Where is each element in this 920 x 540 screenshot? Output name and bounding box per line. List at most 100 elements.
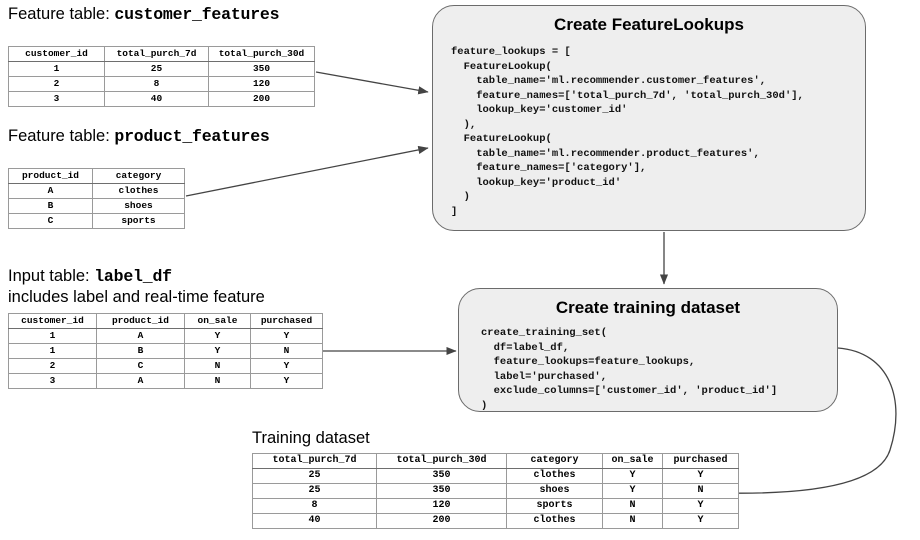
cell: 200 <box>208 91 315 107</box>
labeldf-table-wrap: customer_id product_id on_sale purchased… <box>8 313 325 391</box>
cell: Y <box>662 498 739 514</box>
cell: B <box>8 198 93 214</box>
labeldf-table: customer_id product_id on_sale purchased… <box>8 313 323 389</box>
column-header: category <box>92 168 185 184</box>
labeldf-caption-prefix: Input table: <box>8 267 95 285</box>
table-row: 1 25 350 <box>8 61 315 77</box>
cell: N <box>662 483 739 499</box>
cell: A <box>96 373 185 389</box>
table-row: 8 120 sports N Y <box>252 498 739 514</box>
cell: Y <box>602 468 663 484</box>
cell: shoes <box>92 198 185 214</box>
table-header-row: total_purch_7d total_purch_30d category … <box>252 453 739 469</box>
product-features-table: product_id category A clothes B shoes C … <box>8 168 185 229</box>
training-dataset-table-wrap: total_purch_7d total_purch_30d category … <box>252 453 739 534</box>
arrow-customer-to-lookups <box>315 71 429 95</box>
cell: Y <box>662 468 739 484</box>
labeldf-caption-line1: Input table: label_df <box>8 266 172 287</box>
table-row: 1 A Y Y <box>8 328 323 344</box>
column-header: on_sale <box>602 453 663 469</box>
table-row: C sports <box>8 213 185 229</box>
cell: N <box>602 498 663 514</box>
cell: Y <box>602 483 663 499</box>
cell: 40 <box>104 91 209 107</box>
product-features-table-name: product_features <box>114 127 270 146</box>
cell: N <box>184 373 251 389</box>
training-set-code: create_training_set( df=label_df, featur… <box>481 327 778 412</box>
cell: 2 <box>8 358 97 374</box>
customer-features-table-name: customer_features <box>114 5 280 24</box>
table-row: 1 B Y N <box>8 343 323 359</box>
cell: 350 <box>208 61 315 77</box>
cell: 25 <box>252 468 377 484</box>
column-header: on_sale <box>184 313 251 329</box>
cell: Y <box>184 328 251 344</box>
cell: sports <box>506 498 603 514</box>
customer-features-table-wrap: customer_id total_purch_7d total_purch_3… <box>8 46 317 109</box>
cell: 3 <box>8 91 105 107</box>
cell: 350 <box>376 483 507 499</box>
column-header: total_purch_7d <box>252 453 377 469</box>
cell: 120 <box>376 498 507 514</box>
cell: clothes <box>92 183 185 199</box>
cell: clothes <box>506 468 603 484</box>
column-header: category <box>506 453 603 469</box>
table-row: 3 40 200 <box>8 91 315 107</box>
customer-features-caption-prefix: Feature table: <box>8 5 115 23</box>
table-row: B shoes <box>8 198 185 214</box>
cell: Y <box>250 328 323 344</box>
table-row: 2 C N Y <box>8 358 323 374</box>
table-row: 25 350 shoes Y N <box>252 483 739 499</box>
create-featurelookups-box: Create FeatureLookups feature_lookups = … <box>432 5 866 231</box>
cell: Y <box>250 373 323 389</box>
table-header-row: customer_id total_purch_7d total_purch_3… <box>8 46 315 62</box>
cell: 40 <box>252 513 377 529</box>
column-header: customer_id <box>8 46 105 62</box>
column-header: total_purch_30d <box>376 453 507 469</box>
cell: clothes <box>506 513 603 529</box>
cell: sports <box>92 213 185 229</box>
product-features-caption: Feature table: product_features <box>8 126 270 147</box>
cell: 1 <box>8 61 105 77</box>
column-header: total_purch_30d <box>208 46 315 62</box>
cell: N <box>250 343 323 359</box>
cell: Y <box>662 513 739 529</box>
cell: 25 <box>104 61 209 77</box>
table-header-row: customer_id product_id on_sale purchased <box>8 313 323 329</box>
cell: 1 <box>8 343 97 359</box>
cell: N <box>184 358 251 374</box>
customer-features-caption: Feature table: customer_features <box>8 4 280 25</box>
cell: 8 <box>252 498 377 514</box>
cell: 8 <box>104 76 209 92</box>
arrow-product-to-lookups <box>185 145 429 197</box>
create-featurelookups-title: Create FeatureLookups <box>554 15 744 34</box>
create-training-dataset-title: Create training dataset <box>555 298 741 317</box>
table-row: 25 350 clothes Y Y <box>252 468 739 484</box>
create-training-dataset-box: Create training dataset create_training_… <box>458 288 838 412</box>
cell: 1 <box>8 328 97 344</box>
cell: 2 <box>8 76 105 92</box>
cell: N <box>602 513 663 529</box>
cell: Y <box>184 343 251 359</box>
training-dataset-caption: Training dataset <box>252 429 370 447</box>
table-header-row: product_id category <box>8 168 185 184</box>
table-row: 2 8 120 <box>8 76 315 92</box>
cell: 120 <box>208 76 315 92</box>
cell: Y <box>250 358 323 374</box>
column-header: product_id <box>8 168 93 184</box>
cell: 350 <box>376 468 507 484</box>
cell: C <box>96 358 185 374</box>
cell: 3 <box>8 373 97 389</box>
cell: C <box>8 213 93 229</box>
cell: A <box>96 328 185 344</box>
labeldf-table-name: label_df <box>94 267 172 286</box>
column-header: purchased <box>250 313 323 329</box>
cell: 200 <box>376 513 507 529</box>
column-header: total_purch_7d <box>104 46 209 62</box>
cell: 25 <box>252 483 377 499</box>
training-dataset-table: total_purch_7d total_purch_30d category … <box>252 453 739 529</box>
table-row: A clothes <box>8 183 185 199</box>
cell: A <box>8 183 93 199</box>
table-row: 40 200 clothes N Y <box>252 513 739 529</box>
